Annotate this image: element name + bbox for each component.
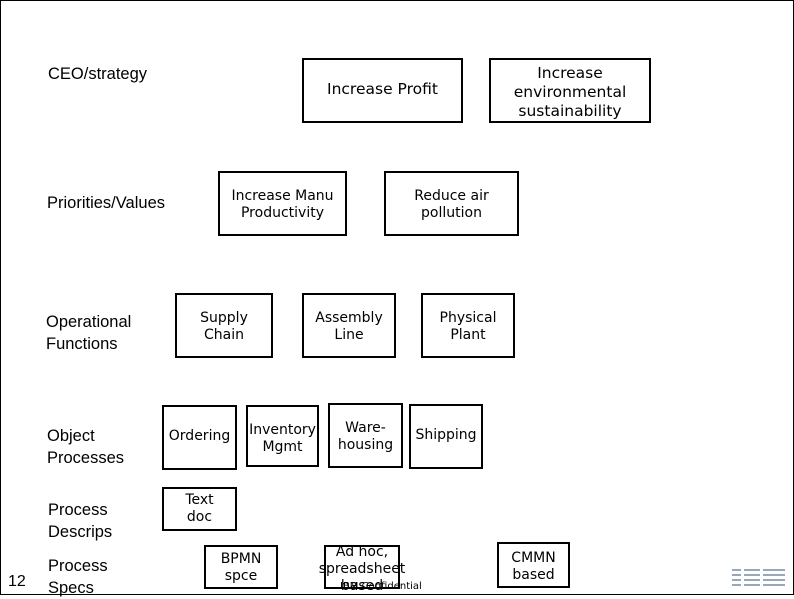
page-number: 12	[8, 573, 26, 590]
box-increase-profit-label: Increase Profit	[327, 80, 438, 98]
row-label-ceo-strategy: CEO/strategy	[48, 65, 148, 83]
box-reduce-air-pollution: Reduce air pollution	[384, 171, 519, 236]
box-text-doc-label: Text doc	[185, 492, 214, 525]
box-physical-plant: Physical Plant	[421, 293, 515, 358]
box-warehousing-label: Ware- housing	[337, 420, 394, 453]
box-ad-hoc-spreadsheet: Ad hoc, spreadsheet based	[319, 544, 406, 594]
box-increase-profit: Increase Profit	[302, 58, 463, 123]
box-increase-environmental-sustainability: Increase environmental sustainability	[489, 58, 651, 123]
footer-confidential: IBM Confidential	[340, 581, 422, 592]
box-cmmn-based: CMMN based	[497, 542, 570, 588]
box-increase-manu-productivity: Increase Manu Productivity	[218, 171, 347, 236]
box-cmmn-based-label: CMMN based	[511, 550, 556, 583]
ibm-logo-icon	[732, 569, 785, 586]
row-label-process-descrips: Process Descrips	[48, 501, 113, 541]
box-increase-manu-productivity-label: Increase Manu Productivity	[231, 188, 334, 221]
box-ad-hoc-spreadsheet-label: Ad hoc, spreadsheet based	[318, 544, 406, 594]
box-supply-chain: Supply Chain	[175, 293, 273, 358]
box-inventory-mgmt-label: Inventory Mgmt	[249, 422, 316, 455]
box-increase-environmental-sustainability-label: Increase environmental sustainability	[513, 64, 627, 120]
box-ordering: Ordering	[162, 405, 237, 470]
row-label-priorities-values: Priorities/Values	[47, 194, 165, 212]
box-inventory-mgmt: Inventory Mgmt	[246, 405, 319, 467]
box-text-doc: Text doc	[162, 487, 237, 531]
row-label-object-processes: Object Processes	[47, 427, 125, 467]
box-supply-chain-label: Supply Chain	[200, 310, 248, 343]
box-shipping: Shipping	[409, 404, 483, 469]
box-assembly-line-label: Assembly Line	[315, 310, 383, 343]
box-reduce-air-pollution-label: Reduce air pollution	[414, 188, 489, 221]
box-warehousing: Ware- housing	[328, 403, 403, 468]
row-label-process-specs: Process Specs	[48, 557, 108, 597]
row-label-operational-functions: Operational Functions	[46, 313, 132, 353]
box-shipping-label: Shipping	[415, 427, 477, 443]
box-bpmn-spce-label: BPMN spce	[220, 551, 262, 584]
box-bpmn-spce: BPMN spce	[204, 545, 278, 589]
box-assembly-line: Assembly Line	[302, 293, 396, 358]
box-ordering-label: Ordering	[168, 428, 231, 444]
box-physical-plant-label: Physical Plant	[439, 310, 497, 343]
